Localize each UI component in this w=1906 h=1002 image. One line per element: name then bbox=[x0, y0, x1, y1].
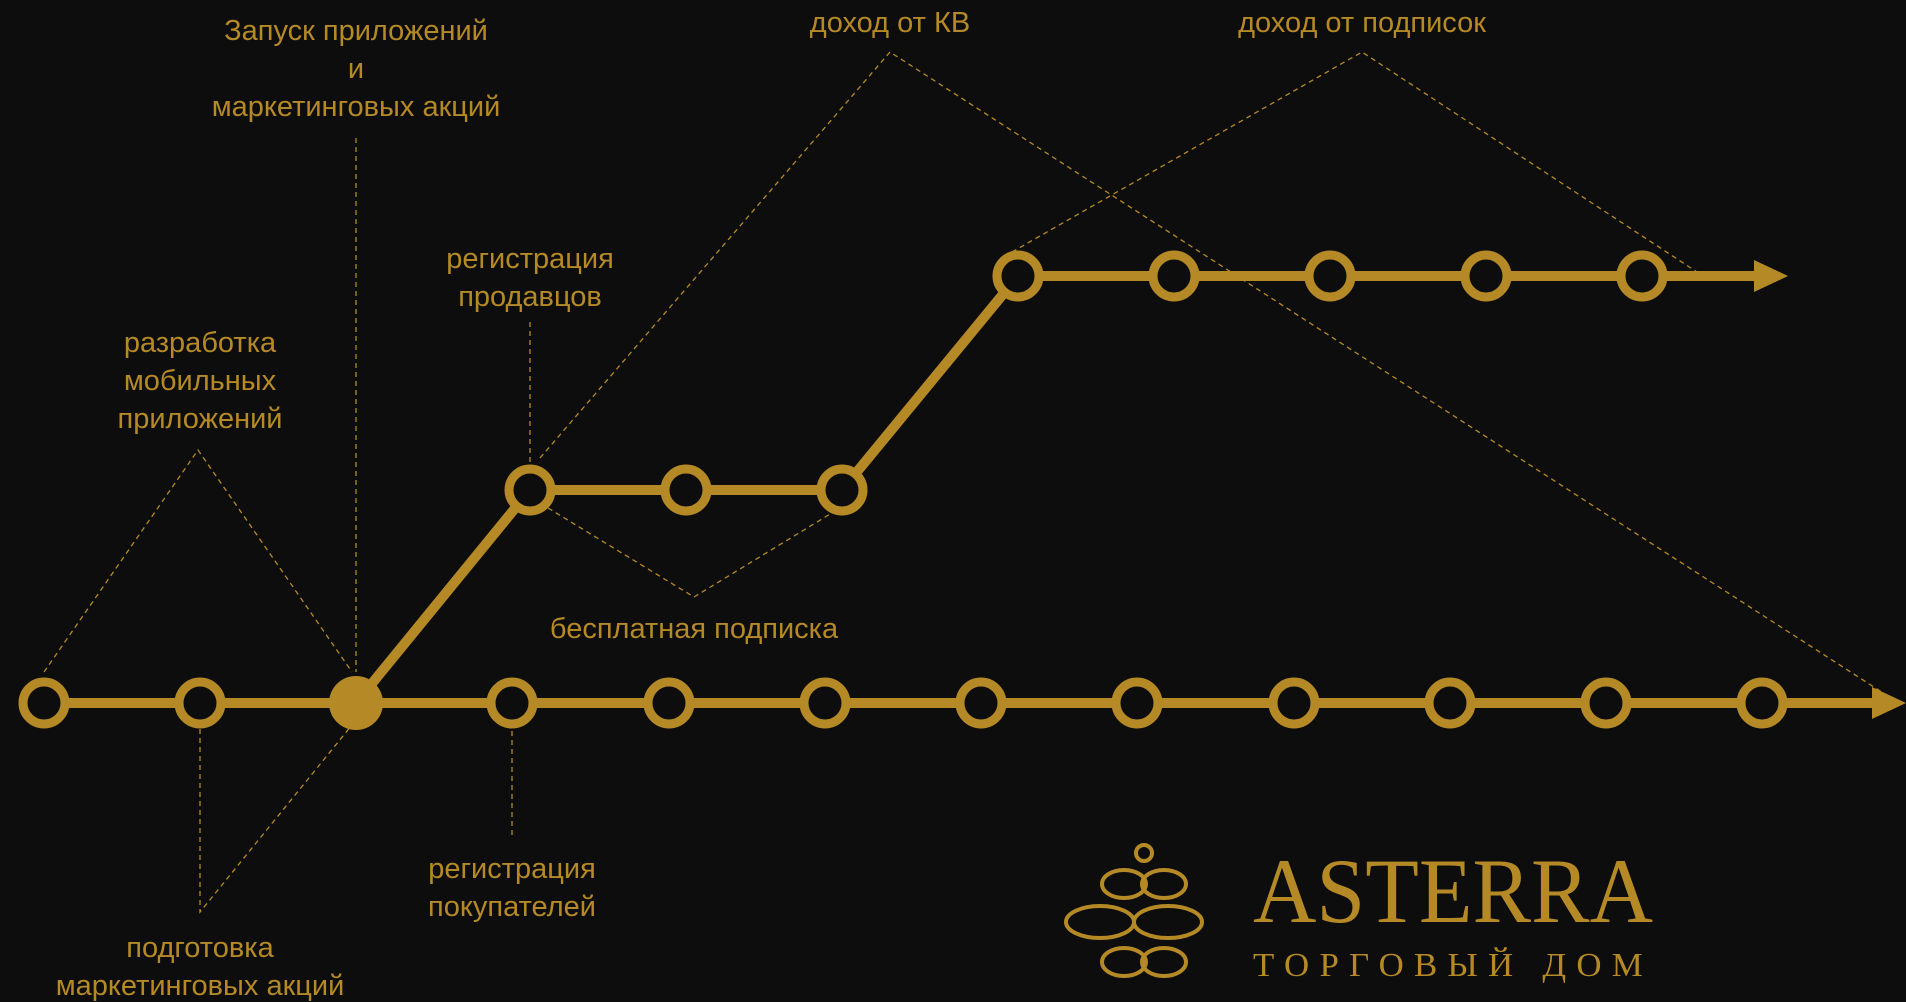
node-main-7 bbox=[955, 677, 1007, 729]
node-main-10 bbox=[1424, 677, 1476, 729]
buyers-label-line1: регистрация bbox=[428, 853, 596, 885]
prep-label-line2: маркетинговых акций bbox=[56, 970, 345, 1002]
node-launch bbox=[329, 676, 383, 730]
prep-bracket bbox=[199, 719, 357, 914]
free-sub-bracket bbox=[547, 507, 841, 598]
launch-label-line3: маркетинговых акций bbox=[212, 91, 501, 123]
node-sellers bbox=[504, 464, 556, 516]
node-income-1 bbox=[992, 250, 1044, 302]
asterra-logo: ASTERRA ТОРГОВЫЙ ДОМ bbox=[1064, 840, 1653, 984]
dev-label-line2: мобильных bbox=[124, 365, 277, 397]
node-main-8 bbox=[1111, 677, 1163, 729]
launch-label-line1: Запуск приложений bbox=[224, 15, 488, 47]
sellers-label-line1: регистрация bbox=[446, 243, 614, 275]
sellers-label-line2: продавцов bbox=[458, 281, 602, 313]
node-buyers bbox=[486, 677, 538, 729]
node-income-5 bbox=[1616, 250, 1668, 302]
node-main-12 bbox=[1736, 677, 1788, 729]
income-kv-label: доход от КВ bbox=[810, 7, 970, 39]
node-main-6 bbox=[799, 677, 851, 729]
prep-label-line1: подготовка bbox=[126, 932, 274, 964]
income-kv-bracket bbox=[539, 51, 1895, 701]
logo-name: ASTERRA bbox=[1253, 840, 1653, 942]
dashed-connectors bbox=[43, 51, 1895, 914]
seller-track-nodes bbox=[504, 250, 1668, 516]
node-income-3 bbox=[1304, 250, 1356, 302]
income-subs-label: доход от подписок bbox=[1238, 7, 1486, 39]
dev-label-line1: разработка bbox=[124, 327, 277, 359]
logo-subtitle: ТОРГОВЫЙ ДОМ bbox=[1253, 947, 1653, 984]
node-main-9 bbox=[1268, 677, 1320, 729]
node-free-2 bbox=[660, 464, 712, 516]
dev-bracket bbox=[43, 448, 353, 673]
launch-label-line2: и bbox=[348, 53, 364, 85]
node-income-4 bbox=[1460, 250, 1512, 302]
node-income-2 bbox=[1148, 250, 1200, 302]
free-subscription-label: бесплатная подписка bbox=[550, 613, 839, 645]
seller-track-arrow bbox=[1754, 260, 1788, 292]
node-dev-start bbox=[18, 677, 70, 729]
main-track-nodes bbox=[18, 677, 1788, 729]
node-free-3 bbox=[816, 464, 868, 516]
main-track-arrow bbox=[1872, 687, 1906, 719]
buyers-label-line2: покупателей bbox=[428, 891, 596, 923]
node-main-5 bbox=[643, 677, 695, 729]
node-main-11 bbox=[1580, 677, 1632, 729]
infinity-knot-icon bbox=[1064, 843, 1204, 978]
node-prep bbox=[174, 677, 226, 729]
dev-label-line3: приложений bbox=[117, 403, 282, 435]
